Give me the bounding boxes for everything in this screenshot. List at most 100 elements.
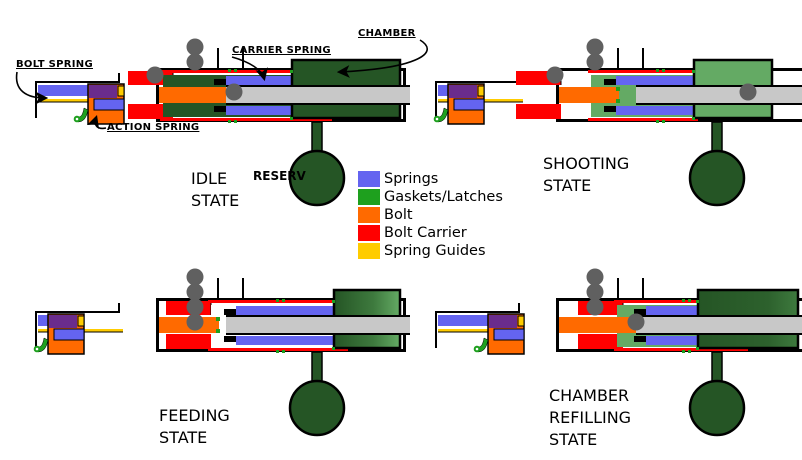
legend-item-spring-guides: Spring Guides	[358, 242, 503, 260]
gasket	[662, 69, 665, 72]
bolt-carrier-lower	[578, 334, 623, 349]
gasket	[234, 69, 237, 72]
sear-latch-hole	[75, 117, 79, 121]
valve-latch-lower	[214, 106, 226, 112]
paintball	[586, 283, 604, 301]
air-reserve-tank	[688, 379, 746, 437]
bolt-spring-overlap	[49, 315, 77, 328]
bolt-spring-guide-cap	[77, 315, 85, 327]
paintball	[186, 38, 204, 56]
carrier-spring-lower	[236, 336, 346, 345]
gasket	[234, 120, 237, 123]
paintball	[546, 66, 564, 84]
carrier-spring-upper	[646, 306, 746, 315]
barrel	[226, 86, 410, 104]
paintball	[586, 298, 604, 316]
action-spring	[453, 98, 485, 111]
bolt-oring	[216, 329, 220, 333]
carrier-tube-top	[588, 70, 698, 73]
gasket	[696, 347, 699, 350]
carrier-tube-bottom	[588, 118, 698, 121]
sear-latch-hole	[435, 117, 439, 121]
valve-latch-lower	[604, 106, 616, 112]
gasket	[692, 117, 695, 120]
paintball	[186, 298, 204, 316]
valve-latch-upper	[634, 309, 646, 315]
legend-swatch	[358, 225, 380, 241]
air-reserve-tank	[288, 379, 346, 437]
gasket	[332, 347, 335, 350]
gasket	[656, 120, 659, 123]
bolt-spring	[438, 315, 488, 326]
diagram-shooting-state	[433, 38, 802, 207]
gasket	[696, 300, 699, 303]
carrier-tube-bottom	[614, 348, 748, 351]
reserve-label: RESERV	[253, 169, 306, 183]
carrier-spring-lower	[616, 106, 696, 115]
paintball	[186, 268, 204, 286]
paintball	[586, 38, 604, 56]
gas-line	[311, 121, 323, 153]
gasket	[656, 69, 659, 72]
bolt-carrier-lower	[516, 104, 561, 119]
gasket	[688, 299, 691, 302]
carrier-spring-lower	[226, 106, 292, 115]
paintball	[186, 283, 204, 301]
bolt-spring-overlap	[89, 85, 117, 98]
diagram-idle-state	[35, 38, 410, 207]
carrier-spring-upper	[226, 76, 292, 85]
paintball	[186, 313, 204, 331]
bolt-spring-guide-cap	[117, 85, 125, 97]
legend-item-gaskets: Gaskets/Latches	[358, 188, 503, 206]
legend-item-bolt: Bolt	[358, 206, 503, 224]
gasket	[290, 70, 293, 73]
spring-guide	[38, 99, 123, 102]
barrel	[636, 86, 802, 104]
legend-label: Springs	[384, 171, 439, 187]
bolt-spring-guide-cap	[517, 315, 525, 327]
legend-swatch	[358, 189, 380, 205]
gasket	[276, 350, 279, 353]
carrier-tube-top	[614, 300, 748, 303]
action-spring	[93, 98, 125, 111]
valve-latch-upper	[214, 79, 226, 85]
carrier-spring-arrow	[231, 56, 268, 82]
carrier-tube-bottom	[208, 348, 348, 351]
barrel	[226, 316, 410, 334]
legend-swatch	[358, 207, 380, 223]
gasket	[228, 120, 231, 123]
air-reserve-tank	[288, 149, 346, 207]
paintball	[739, 83, 757, 101]
air-reserve-tank	[688, 149, 746, 207]
gas-line	[711, 351, 723, 383]
callout-action-spring: ACTION SPRING	[107, 122, 200, 133]
bolt-spring	[38, 85, 98, 96]
action-spring	[53, 328, 85, 341]
chamber-arrow	[336, 39, 428, 78]
callout-carrier-spring: CARRIER SPRING	[232, 45, 331, 56]
barrel	[636, 316, 802, 334]
legend-label: Bolt	[384, 207, 413, 223]
bolt-spring-guide-cap	[477, 85, 485, 97]
state-label-feeding: FEEDING STATE	[159, 406, 230, 447]
carrier-tube-top	[160, 70, 332, 73]
valve-latch-upper	[224, 309, 236, 315]
gasket	[282, 299, 285, 302]
gas-line	[311, 351, 323, 383]
feed-neck	[617, 278, 644, 298]
diagram-feeding-state	[33, 268, 410, 437]
state-label-idle: IDLE STATE	[191, 169, 240, 210]
bolt-carrier-lower	[128, 104, 173, 119]
bolt-oring	[616, 87, 620, 91]
sear-latch-hole	[35, 347, 39, 351]
bolt-shaft	[559, 87, 619, 103]
action-spring-arrow	[86, 114, 107, 130]
state-label-refilling: CHAMBER REFILLING STATE	[549, 386, 632, 449]
legend-label: Gaskets/Latches	[384, 189, 503, 205]
gasket	[682, 350, 685, 353]
feed-neck	[217, 278, 244, 298]
gasket	[282, 350, 285, 353]
carrier-spring-upper	[616, 76, 696, 85]
legend: Springs Gaskets/Latches Bolt Bolt Carrie…	[358, 170, 503, 260]
spring-guide	[438, 329, 523, 332]
